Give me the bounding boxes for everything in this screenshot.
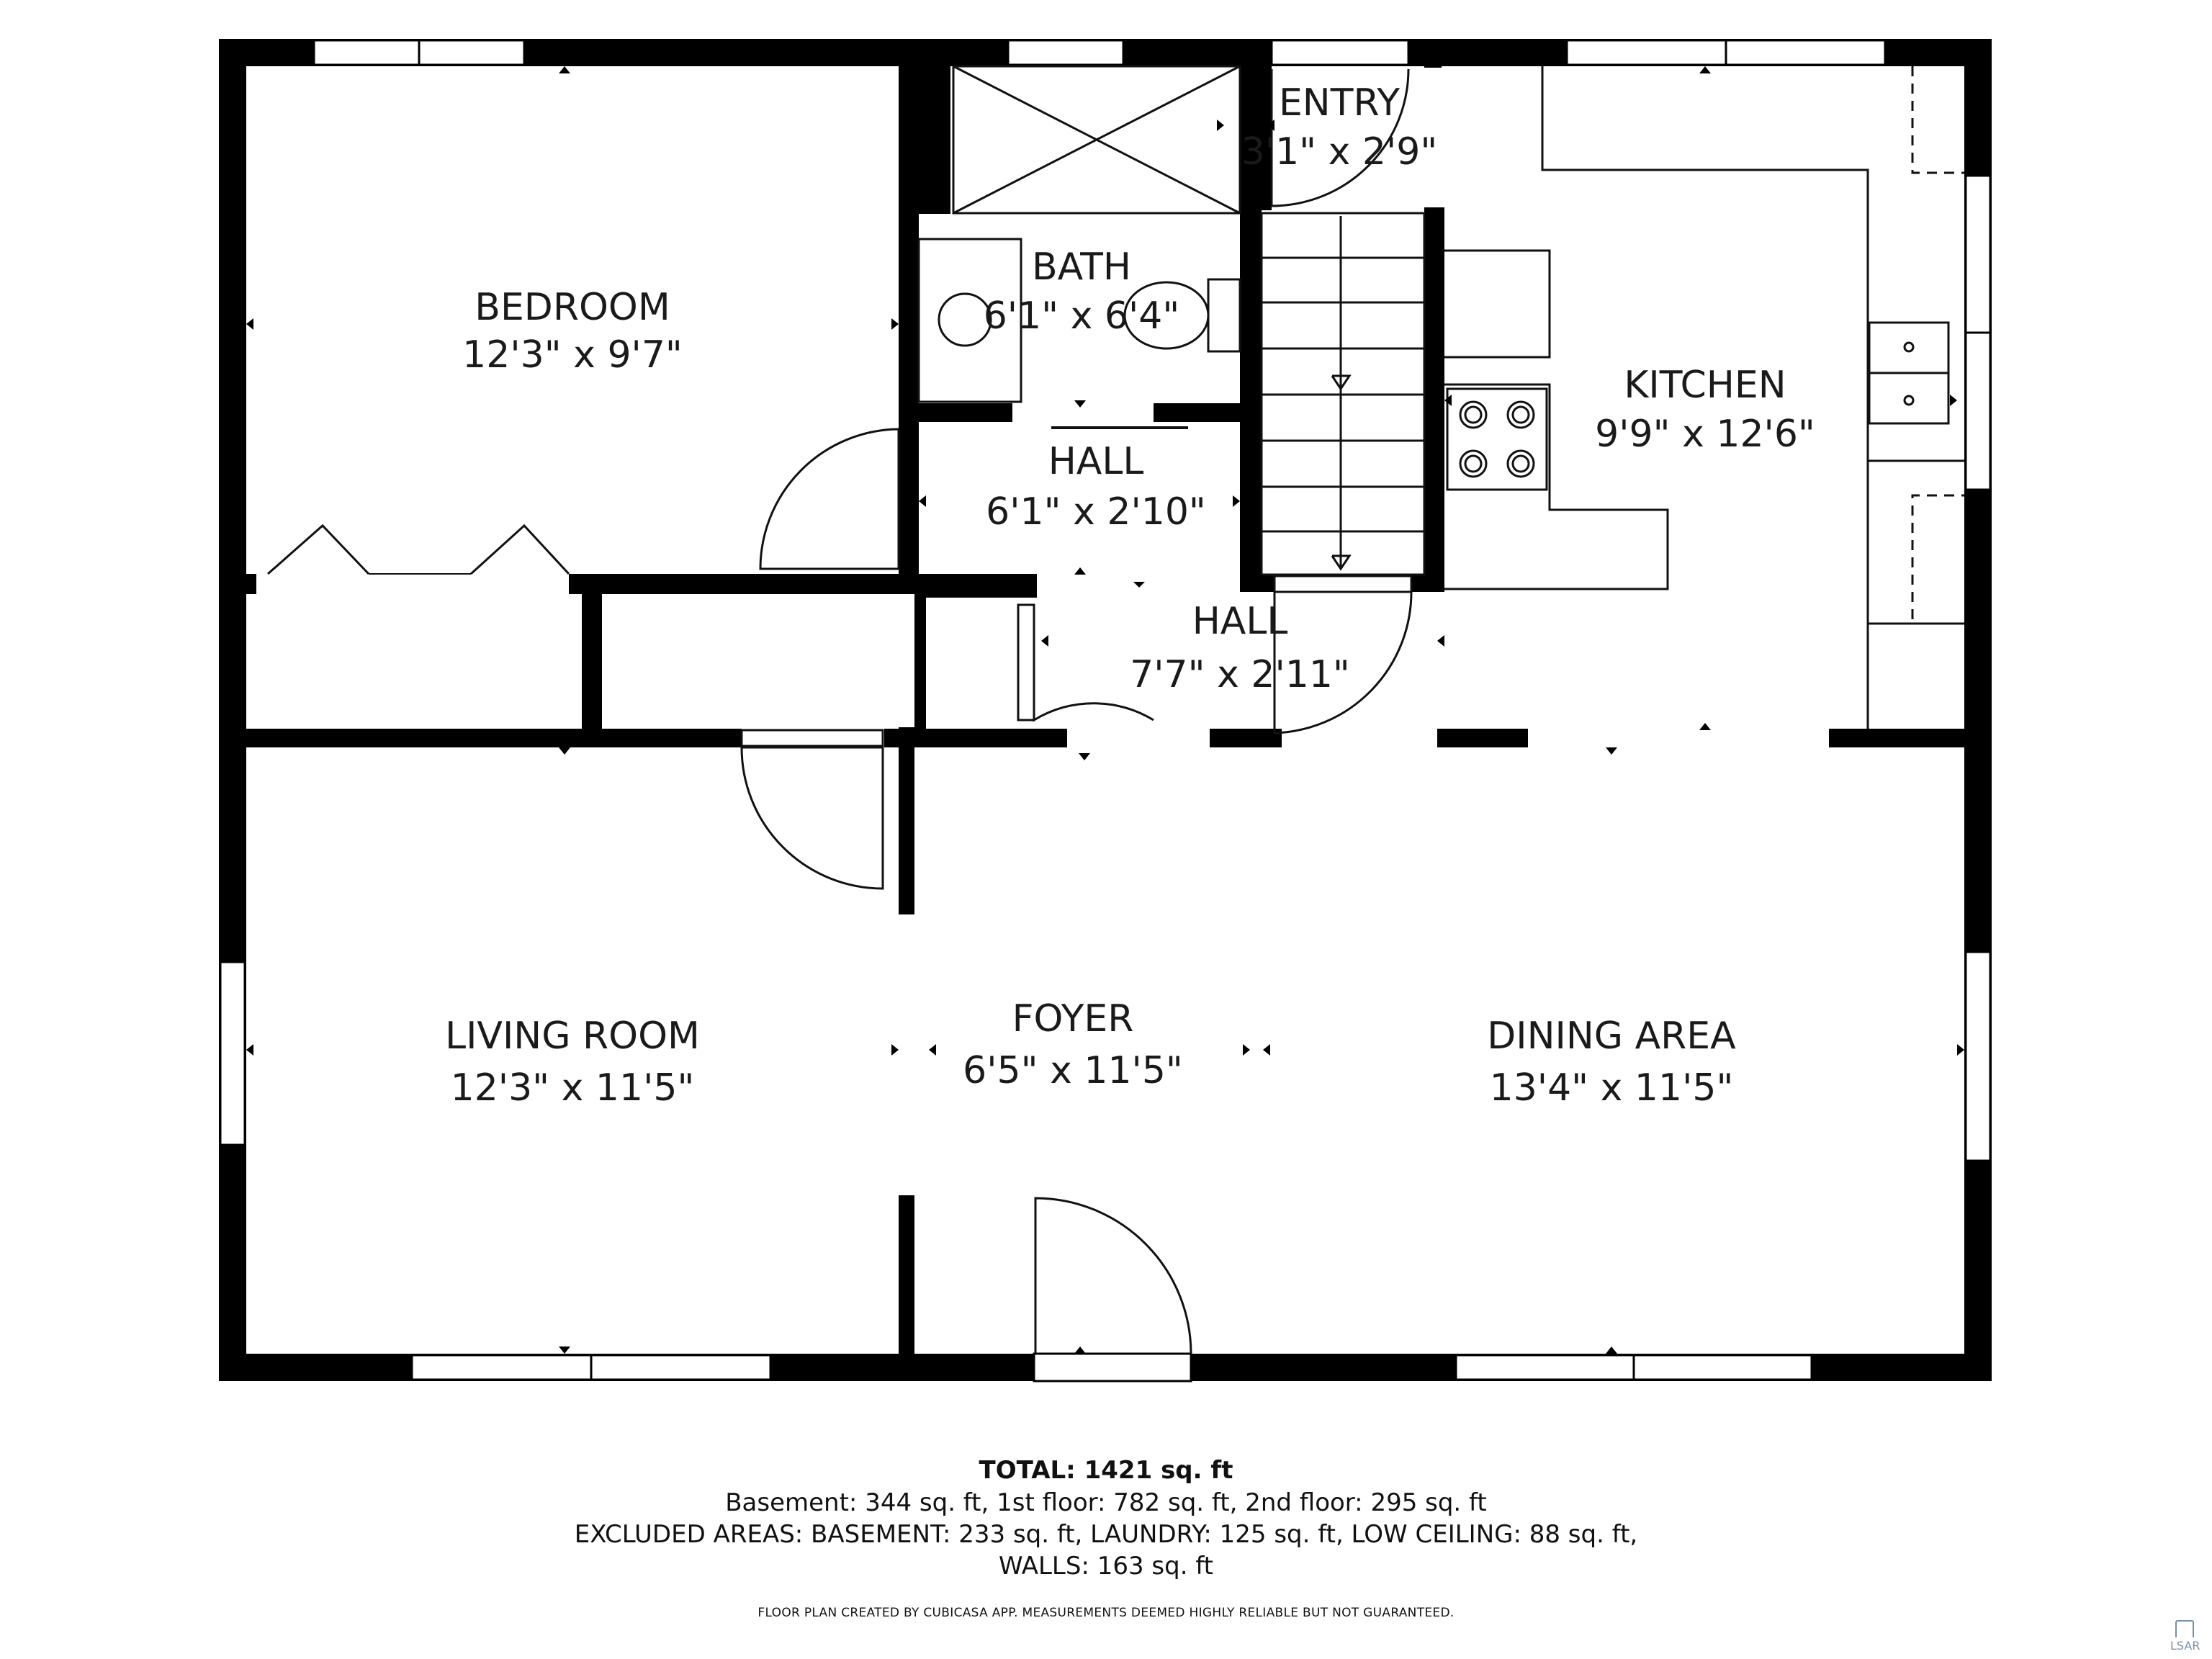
wall-living-foyer-lower — [899, 1195, 914, 1361]
wall-hall-stub — [914, 590, 1037, 598]
room-hall-upper-dims: 6'1" x 2'10" — [986, 490, 1206, 534]
closet-bifold-door — [267, 523, 370, 575]
door-bedroom-swing — [759, 428, 900, 570]
wall-kitchen-dining-a — [1437, 729, 1528, 747]
wall-exterior-left — [219, 39, 246, 1381]
area-total: TOTAL: 1421 sq. ft — [979, 1456, 1233, 1485]
room-labels: BEDROOM 12'3" x 9'7" BATH 6'1" x 6'4" EN… — [445, 81, 1815, 1110]
area-by-floor: Basement: 344 sq. ft, 1st floor: 782 sq.… — [725, 1488, 1487, 1517]
area-walls: WALLS: 163 sq. ft — [998, 1552, 1214, 1581]
door-stair-swing — [1273, 591, 1413, 734]
wall-kitchen-dining-b — [1829, 729, 1964, 747]
wall-stair-bottom — [1240, 575, 1276, 592]
room-living-name: LIVING ROOM — [445, 1015, 700, 1058]
bath-vanity — [917, 238, 1022, 403]
room-bath-name: BATH — [1032, 246, 1131, 289]
logo-text: LSAR — [2170, 1639, 2200, 1653]
shower — [952, 65, 1241, 215]
room-hall-lower-dims: 7'7" x 2'11" — [1130, 653, 1350, 696]
wall-upper-hall-top-b — [1154, 403, 1241, 422]
dimension-markers — [246, 66, 1964, 1354]
wall-upper-hall-top-a — [919, 403, 1012, 422]
lsar-logo: LSAR — [2170, 1620, 2200, 1655]
disclaimer: FLOOR PLAN CREATED BY CUBICASA APP. MEAS… — [757, 1606, 1455, 1620]
door-front-opening — [1033, 1352, 1192, 1382]
toilet-tank — [1207, 278, 1241, 353]
room-foyer-name: FOYER — [1012, 997, 1134, 1040]
wall-stair-bottom-b — [1411, 575, 1444, 592]
room-entry-name: ENTRY — [1279, 81, 1400, 125]
door-entry-swing — [1270, 68, 1410, 207]
windows — [219, 39, 1992, 1382]
window-bath-top — [1007, 39, 1125, 66]
fixtures — [267, 65, 1964, 729]
room-foyer-dims: 6'5" x 11'5" — [963, 1049, 1183, 1092]
room-bath-dims: 6'1" x 6'4" — [984, 295, 1180, 338]
room-kitchen-dims: 9'9" x 12'6" — [1595, 413, 1815, 456]
area-excluded: EXCLUDED AREAS: BASEMENT: 233 sq. ft, LA… — [574, 1520, 1638, 1549]
sink-basin — [938, 292, 992, 347]
door-front-swing — [1034, 1197, 1192, 1354]
wall-closet-mid — [582, 590, 602, 734]
kitchen-island — [1444, 249, 1551, 359]
wall-living-foyer — [899, 727, 914, 914]
wall-stair-east — [1424, 207, 1444, 592]
room-entry-dims: 3'1" x 2'9" — [1241, 130, 1438, 174]
room-bedroom-dims: 12'3" x 9'7" — [462, 333, 683, 377]
door-closet-swing — [740, 746, 884, 890]
room-dining-name: DINING AREA — [1487, 1015, 1736, 1058]
wall-bath-west — [904, 66, 950, 214]
walls — [219, 39, 1992, 1381]
wall-bed-living — [246, 729, 742, 747]
room-hall-lower-name: HALL — [1192, 600, 1288, 643]
room-hall-upper-name: HALL — [1048, 440, 1144, 483]
room-living-dims: 12'3" x 11'5" — [451, 1066, 695, 1110]
wall-entry-west — [1240, 39, 1272, 210]
room-kitchen-name: KITCHEN — [1624, 364, 1786, 407]
window-living-left — [219, 961, 246, 1146]
door-swings — [740, 68, 1413, 1354]
door-hall-swing — [1033, 605, 1154, 722]
toilet-bowl — [1123, 281, 1210, 350]
stove — [1446, 387, 1548, 491]
wall-lower-hall-bottom-a — [1022, 729, 1067, 747]
kitchen-peninsula — [1444, 383, 1669, 590]
window-entry-top — [1270, 39, 1410, 66]
wall-lower-hall-bottom-b — [1210, 729, 1282, 747]
wall-hall-mid — [914, 590, 926, 734]
house-icon — [2175, 1620, 2194, 1637]
window-dining-right — [1964, 950, 1992, 1162]
room-dining-dims: 13'4" x 11'5" — [1490, 1066, 1734, 1110]
room-bedroom-name: BEDROOM — [475, 286, 670, 329]
wall-entry-east — [1424, 39, 1442, 68]
kitchen-counter-top — [1541, 66, 1869, 729]
wall-closet-top — [246, 574, 256, 594]
